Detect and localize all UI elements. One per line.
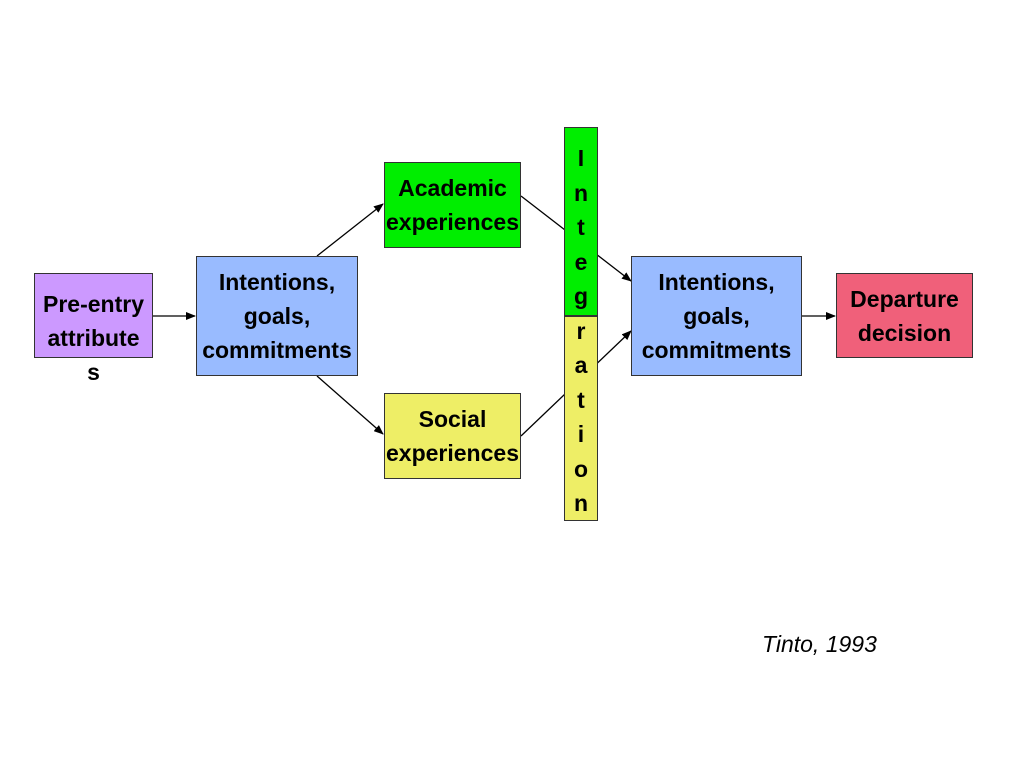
integration-label: I n t e g r a t i o n bbox=[573, 145, 589, 516]
departure-decision-label: Departure decision bbox=[850, 285, 959, 346]
social-experiences-label: Social experiences bbox=[386, 406, 519, 466]
integration-bar-social bbox=[564, 316, 598, 521]
arrow-intentions-to-academic bbox=[316, 203, 384, 257]
integration-bar-academic bbox=[564, 127, 598, 316]
intentions-final-label: Intentions, goals, commitments bbox=[641, 269, 792, 363]
departure-decision-box: Departure decision bbox=[836, 273, 973, 358]
citation: Tinto, 1993 bbox=[762, 631, 877, 657]
social-experiences-box: Social experiences bbox=[384, 393, 521, 479]
arrow-intentions-to-social bbox=[316, 375, 384, 435]
academic-experiences-label: Academic experiences bbox=[386, 175, 519, 235]
intentions-initial-box: Intentions, goals, commitments bbox=[196, 256, 358, 376]
pre-entry-attributes-box: Pre-entry attribute s bbox=[34, 273, 153, 385]
academic-experiences-box: Academic experiences bbox=[384, 162, 521, 248]
intentions-initial-label: Intentions, goals, commitments bbox=[202, 269, 352, 363]
intentions-final-box: Intentions, goals, commitments bbox=[631, 256, 802, 376]
pre-entry-attributes-label: Pre-entry attribute s bbox=[43, 291, 144, 385]
